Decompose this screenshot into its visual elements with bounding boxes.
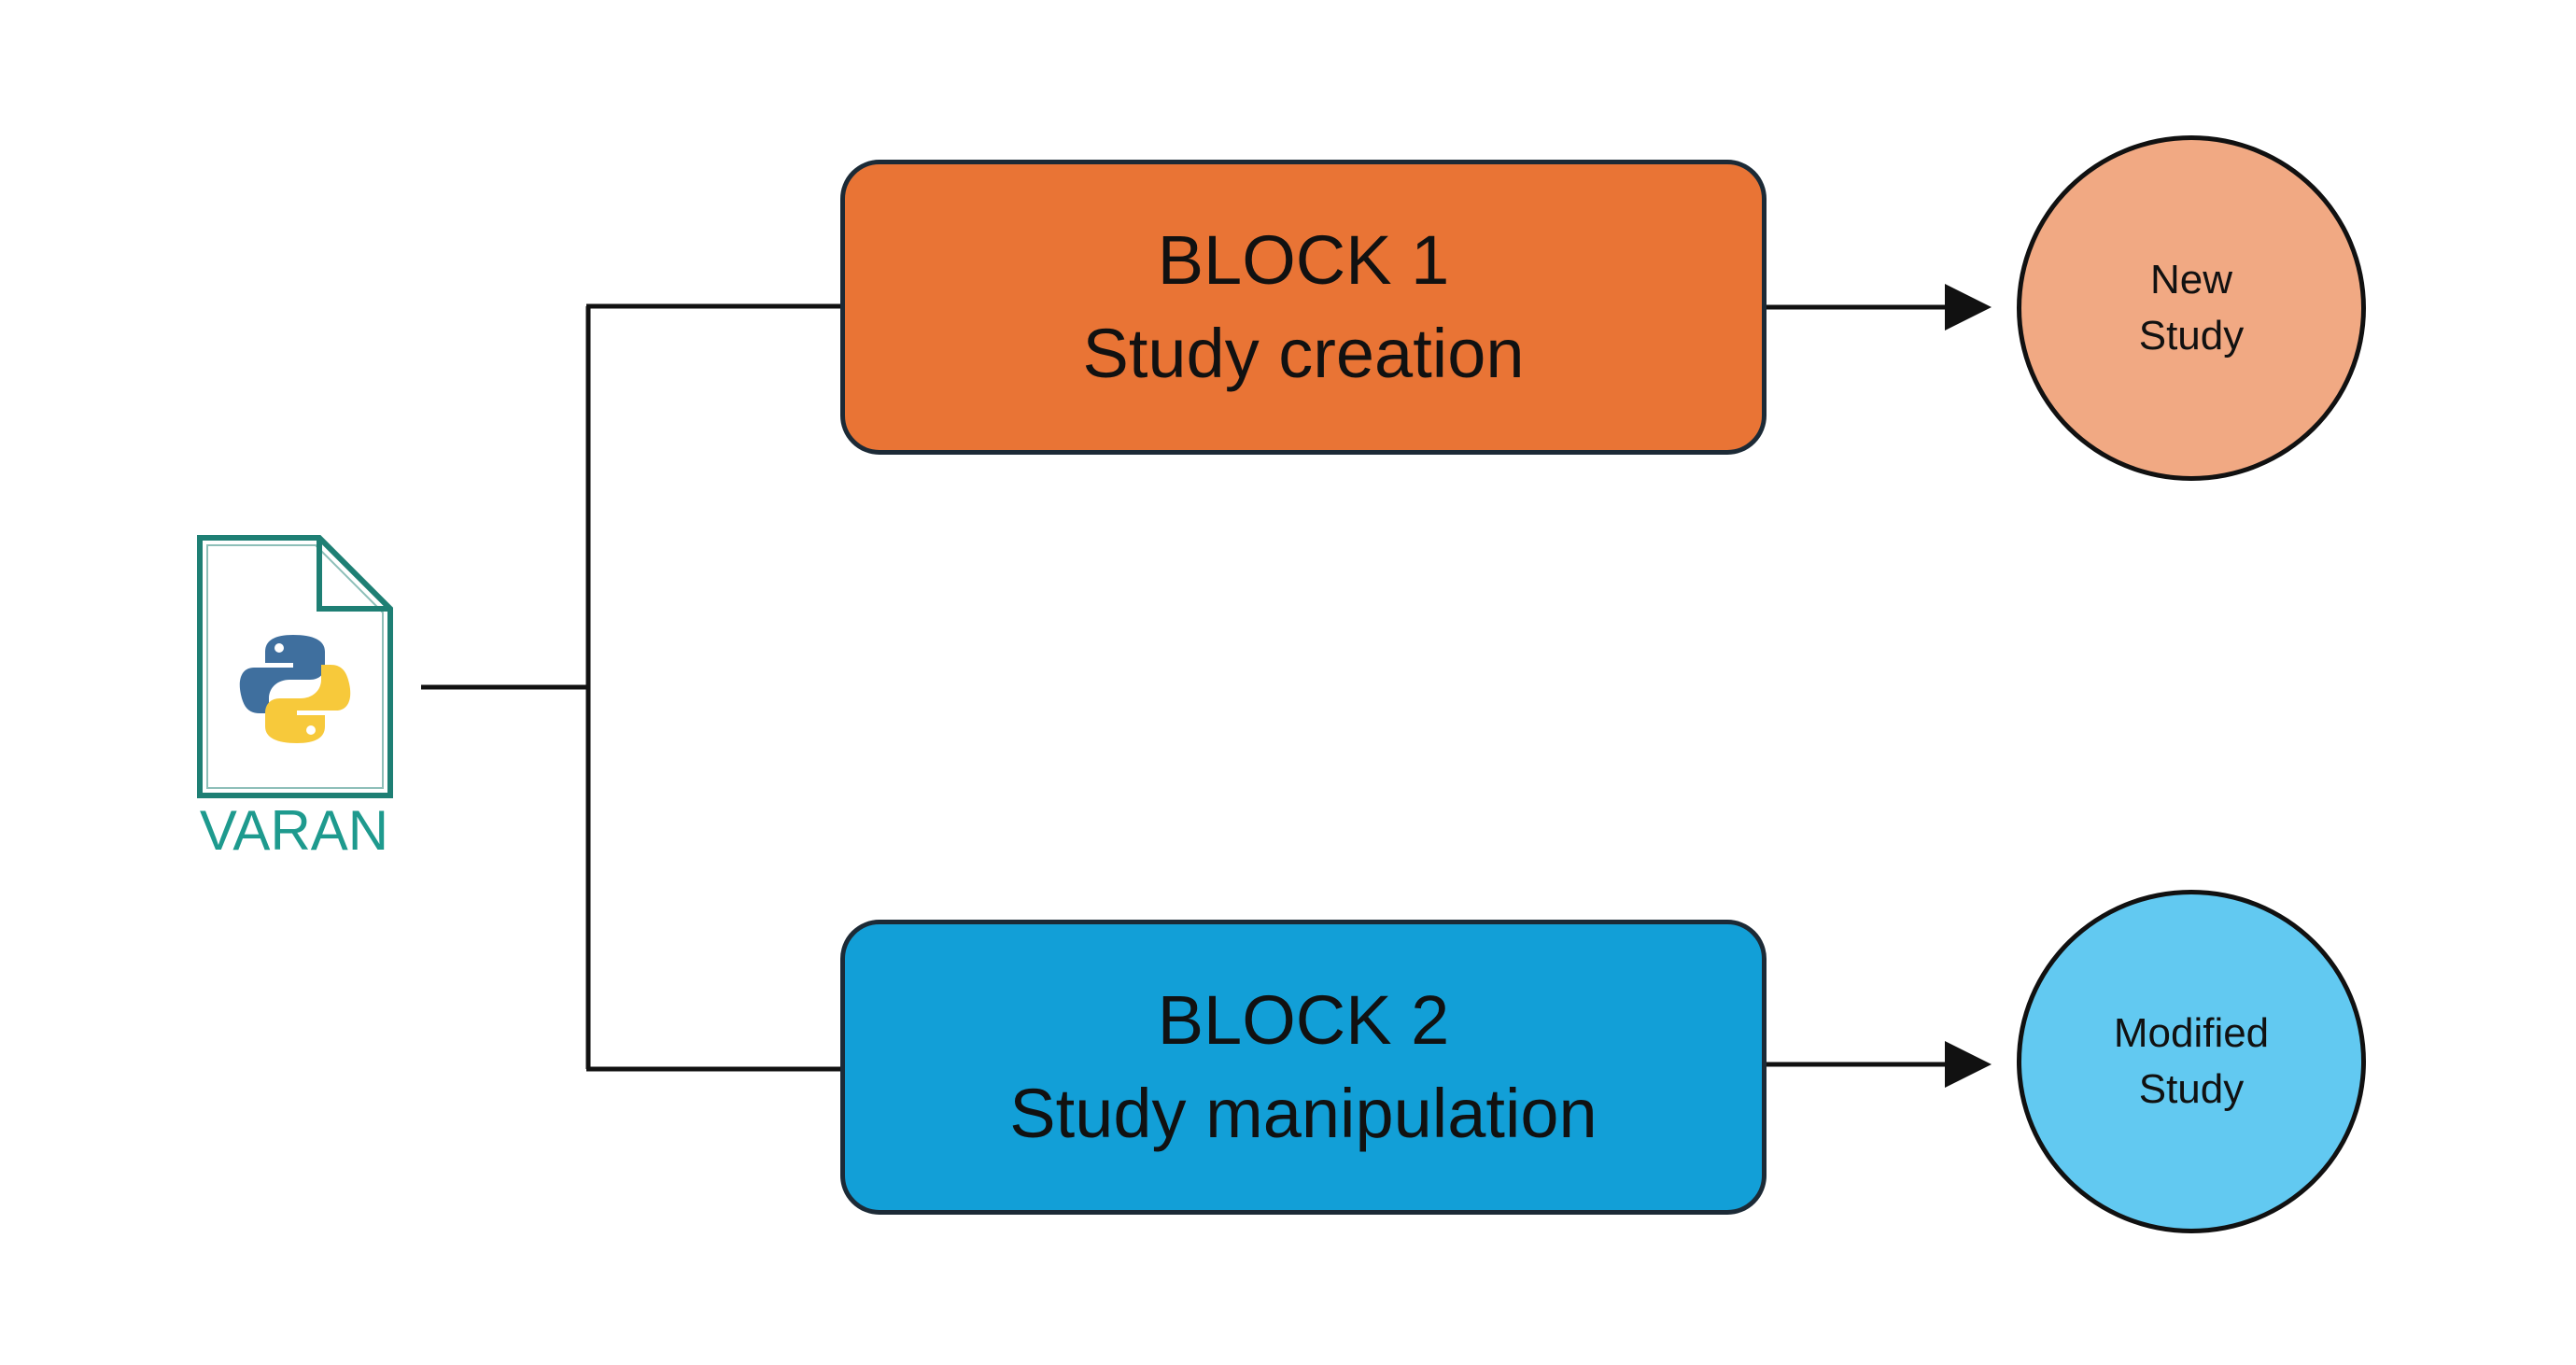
python-logo-blue-eye bbox=[274, 643, 284, 653]
source-label: VARAN bbox=[199, 799, 389, 862]
python-logo-icon bbox=[239, 635, 351, 743]
python-logo-yellow-eye bbox=[306, 725, 316, 735]
file-fold bbox=[317, 538, 390, 612]
output-new-study[interactable]: New Study bbox=[2017, 135, 2366, 481]
block2-subtitle: Study manipulation bbox=[1009, 1075, 1598, 1152]
block1-subtitle: Study creation bbox=[1082, 315, 1525, 392]
python-logo-yellow-half bbox=[265, 665, 351, 743]
block-study-manipulation[interactable]: BLOCK 2 Study manipulation bbox=[840, 920, 1767, 1215]
python-file-icon bbox=[197, 535, 393, 798]
output2-line2: Study bbox=[2138, 1066, 2245, 1112]
file-outline-inner bbox=[206, 544, 384, 789]
output-modified-study[interactable]: Modified Study bbox=[2017, 890, 2366, 1233]
python-logo-blue-half bbox=[239, 635, 325, 713]
block1-title: BLOCK 1 bbox=[1157, 221, 1450, 299]
block2-title: BLOCK 2 bbox=[1157, 981, 1450, 1059]
output1-line1: New bbox=[2149, 257, 2233, 303]
output1-line2: Study bbox=[2138, 313, 2245, 359]
output2-line1: Modified bbox=[2113, 1010, 2270, 1056]
block-study-creation[interactable]: BLOCK 1 Study creation bbox=[840, 160, 1767, 455]
